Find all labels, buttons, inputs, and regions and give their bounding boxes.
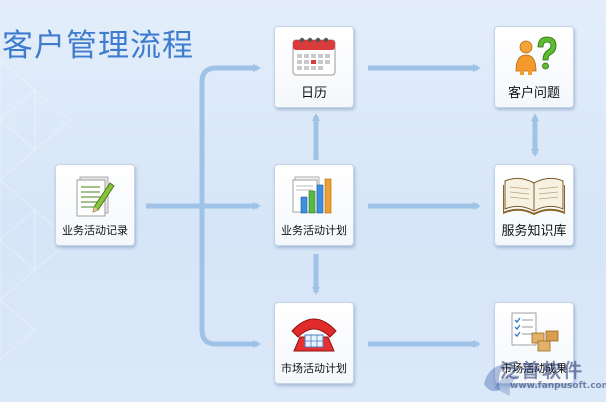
- checklist-boxes-icon: [511, 312, 559, 352]
- background-pattern: [0, 60, 70, 360]
- node-calendar[interactable]: 日历: [274, 26, 354, 108]
- calendar-icon: [292, 37, 336, 76]
- watermark-logo: [484, 364, 520, 396]
- node-customer-issue[interactable]: 客户问题: [494, 26, 574, 108]
- node-activity-plan-label: 业务活动计划: [281, 224, 347, 237]
- watermark-brand: 泛普软件: [500, 360, 585, 382]
- arrow-record-to-calendar: [199, 64, 261, 206]
- node-activity-record[interactable]: 业务活动记录: [55, 164, 135, 246]
- open-book-icon: [503, 177, 565, 215]
- document-edit-icon: [76, 176, 115, 217]
- node-market-result[interactable]: 市场活动成果: [494, 302, 574, 384]
- page-title: 客户管理流程: [2, 28, 194, 64]
- node-calendar-label: 日历: [300, 86, 327, 101]
- arrow-record-to-market-plan: [199, 206, 261, 348]
- telephone-icon: [291, 318, 337, 352]
- watermark-url: www.fanpusoft.com: [510, 381, 606, 391]
- node-activity-record-label: 业务活动记录: [62, 224, 128, 237]
- node-knowledge-base-label: 服务知识库: [501, 224, 567, 239]
- node-knowledge-base[interactable]: 服务知识库: [494, 164, 574, 246]
- bar-chart-report-icon: [292, 176, 332, 214]
- node-customer-issue-label: 客户问题: [507, 86, 560, 101]
- node-activity-plan[interactable]: 业务活动计划: [274, 164, 354, 246]
- node-market-plan[interactable]: 市场活动计划: [274, 302, 354, 384]
- person-question-icon: [515, 36, 557, 75]
- node-market-result-label: 市场活动成果: [501, 362, 567, 375]
- node-market-plan-label: 市场活动计划: [281, 362, 347, 375]
